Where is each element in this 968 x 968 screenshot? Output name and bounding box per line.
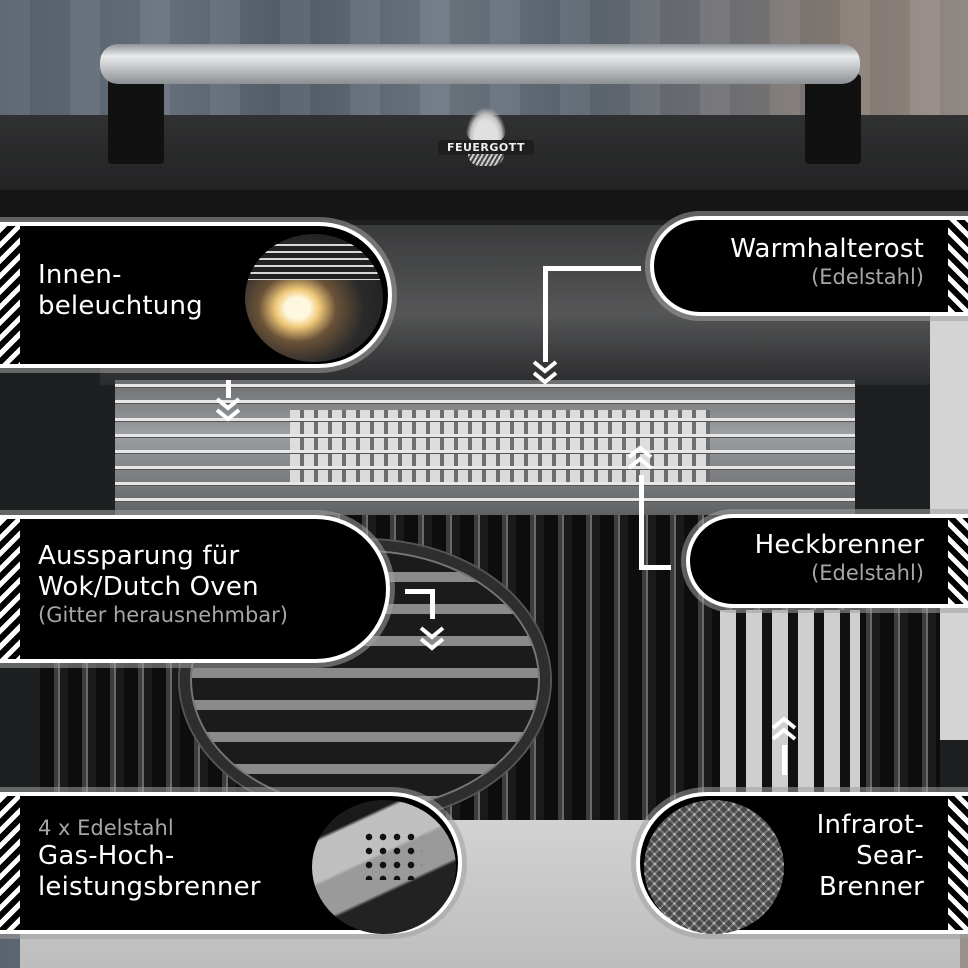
callout-wok-opening: Aussparung für Wok/Dutch Oven (Gitter he… [0, 515, 390, 663]
callout-text: Innen- beleuchtung [38, 260, 203, 322]
lid-handle [100, 44, 860, 84]
callout-subtitle: (Gitter herausnehmbar) [38, 603, 289, 628]
hatch-stripes [0, 796, 20, 930]
hatch-stripes [948, 518, 968, 604]
callout-title-line: Aussparung für [38, 541, 240, 571]
double-chevron-up-icon [770, 715, 798, 743]
callout-title: Heckbrenner [754, 530, 924, 560]
rack-rod [115, 434, 855, 437]
callout-title-line: Brenner [819, 872, 924, 903]
callout-title: Warmhalterost [730, 234, 924, 264]
callout-title-line: Infrarot- [816, 810, 924, 840]
callout-subtitle: 4 x Edelstahl [38, 816, 174, 840]
double-chevron-down-icon [214, 395, 242, 423]
burner-holes [362, 830, 422, 880]
callout-title-line: beleuchtung [38, 291, 203, 322]
flame-icon [466, 108, 506, 144]
callout-warming-rack: Warmhalterost (Edelstahl) [650, 216, 968, 316]
arrow-line [405, 589, 435, 594]
callout-rear-burner: Heckbrenner (Edelstahl) [686, 514, 968, 608]
hatch-stripes [948, 220, 968, 312]
interior-light-thumbnail [245, 234, 383, 362]
callout-interior-light: Innen- beleuchtung [0, 222, 392, 368]
callout-text: 4 x Edelstahl Gas-Hoch- leistungsbrenner [38, 816, 261, 904]
callout-subtitle: (Edelstahl) [811, 561, 924, 586]
arrow-line [543, 266, 548, 362]
rack-rod [115, 466, 855, 469]
brand-logo-text: FEUERGOTT [438, 140, 534, 155]
sear-burner-thumbnail [644, 800, 784, 934]
grate-icon [468, 154, 504, 166]
burner-thumbnail [312, 800, 456, 934]
arrow-line [639, 565, 671, 570]
rack-rod [115, 450, 855, 453]
arrow-line [782, 745, 787, 775]
callout-text: Warmhalterost (Edelstahl) [730, 234, 924, 290]
callout-title-line: leistungsbrenner [38, 872, 261, 903]
double-chevron-up-icon [626, 444, 654, 472]
lid-front-edge [0, 190, 968, 220]
arrow-line [430, 589, 435, 619]
hatch-stripes [0, 519, 20, 659]
callout-sear-burner: Infrarot- Sear- Brenner [636, 792, 968, 934]
hatch-stripes [0, 226, 20, 364]
arrow-line [226, 380, 231, 398]
handle-post-right [805, 74, 861, 164]
double-chevron-down-icon [418, 624, 446, 652]
arrow-line [639, 475, 644, 570]
callout-text: Heckbrenner (Edelstahl) [755, 530, 924, 586]
callout-title-line: Sear- [856, 841, 924, 872]
rack-rod [115, 482, 855, 485]
brand-logo: FEUERGOTT [438, 108, 534, 168]
warming-rack [115, 380, 855, 515]
callout-title-line: Innen- [38, 260, 122, 290]
callout-main-burners: 4 x Edelstahl Gas-Hoch- leistungsbrenner [0, 792, 462, 934]
thumbnail-rack-lines [245, 244, 383, 280]
rack-rod [115, 384, 855, 387]
callout-title-line: Gas-Hoch- [38, 841, 175, 872]
arrow-line [543, 266, 641, 271]
callout-text: Infrarot- Sear- Brenner [817, 810, 924, 904]
callout-text: Aussparung für Wok/Dutch Oven (Gitter he… [38, 541, 288, 629]
infrared-sear-panel [720, 610, 860, 820]
callout-subtitle: (Edelstahl) [811, 265, 924, 290]
double-chevron-down-icon [531, 358, 559, 386]
rack-rod [115, 418, 855, 421]
rack-rod [115, 498, 855, 501]
handle-post-left [108, 74, 164, 164]
callout-title-line: Wok/Dutch Oven [38, 572, 259, 603]
rack-rod [115, 400, 855, 403]
hatch-stripes [948, 796, 968, 930]
